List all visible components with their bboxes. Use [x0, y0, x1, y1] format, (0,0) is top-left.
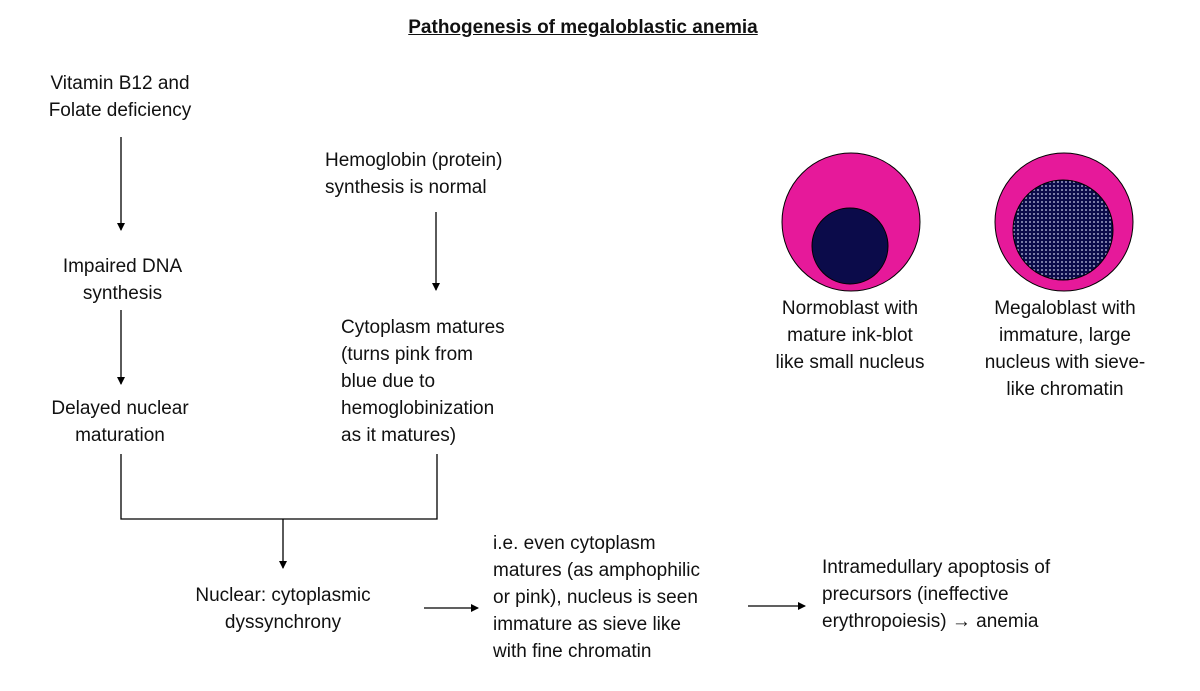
normoblast-cell	[781, 152, 921, 292]
merge-bracket	[120, 454, 438, 520]
megaloblast-nucleus	[1012, 179, 1114, 281]
normoblast-caption: Normoblast with mature ink-blot like sma…	[775, 298, 925, 373]
megaloblast-caption: Megaloblast with immature, large nucleus…	[984, 298, 1146, 400]
normoblast-nucleus	[811, 207, 889, 285]
node-delayed-nuclear: Delayed nuclear maturation	[51, 398, 189, 446]
node-cytoplasm: Cytoplasm matures (turns pink from blue …	[341, 317, 505, 446]
diagram-title: Pathogenesis of megaloblastic anemia	[408, 17, 758, 38]
node-impaired-dna: Impaired DNA synthesis	[62, 256, 183, 304]
megaloblast-cell	[994, 152, 1134, 292]
node-dyssynchrony: Nuclear: cytoplasmic dyssynchrony	[195, 585, 371, 633]
node-hemoglobin: Hemoglobin (protein) synthesis is normal	[325, 150, 503, 198]
node-ie-explanation: i.e. even cytoplasm matures (as amphophi…	[493, 533, 700, 662]
node-deficiency: Vitamin B12 and Folate deficiency	[48, 73, 192, 121]
node-apoptosis: Intramedullary apoptosis of precursors (…	[822, 557, 1051, 632]
